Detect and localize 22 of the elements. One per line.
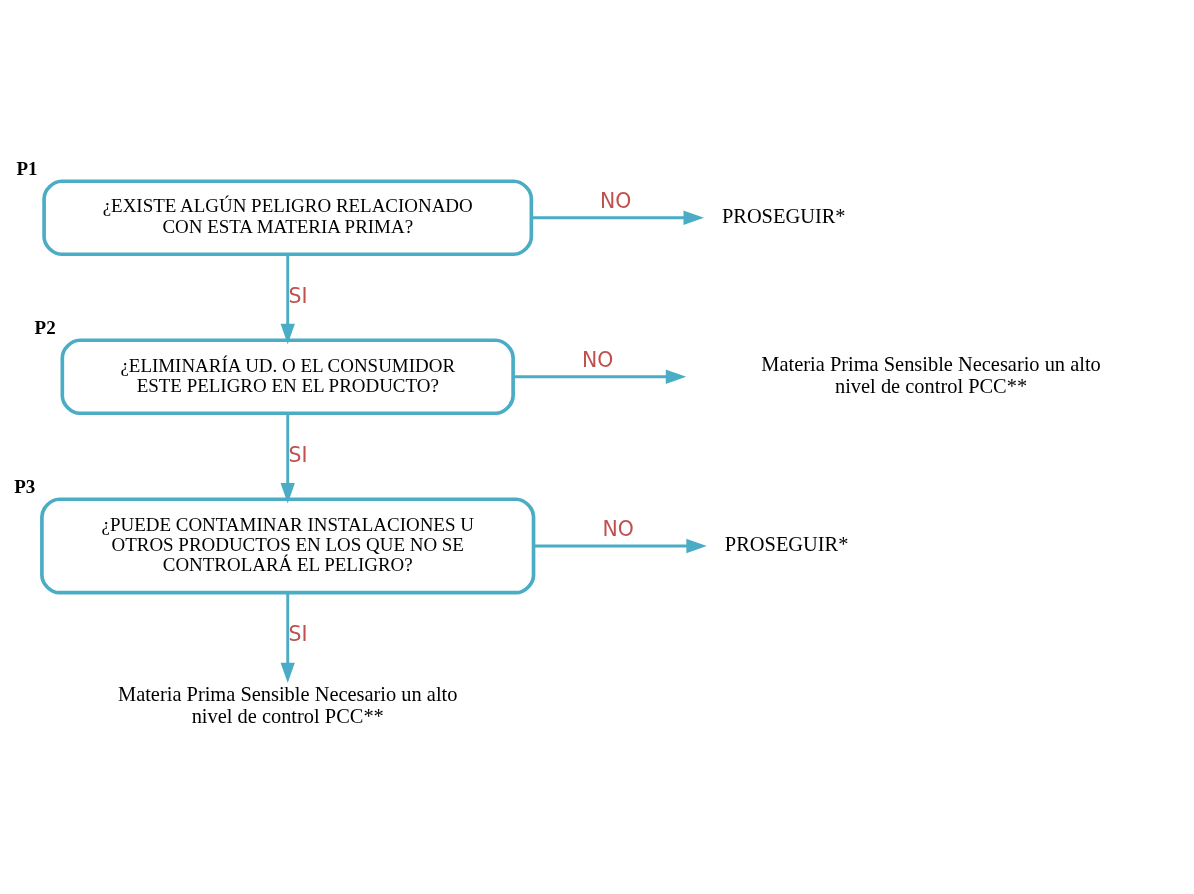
arrow <box>280 592 295 683</box>
arrow <box>280 413 295 504</box>
arrow <box>531 210 704 225</box>
edge-label: NO <box>599 188 632 213</box>
arrow <box>280 253 295 344</box>
node-label: P2 <box>34 316 56 338</box>
node-text: PROSEGUIR* <box>724 532 849 555</box>
node-box: ¿ELIMINARÍA UD. O EL CONSUMIDOR ESTE PELIGRO EN EL PRODUCTO? <box>60 337 515 415</box>
node-label: P3 <box>14 475 36 497</box>
node-box: ¿PUEDE CONTAMINAR INSTALACIONES U OTROS PRODUCTOS EN LOS QUE NO SE CONTROLARÁ EL PELIGRO? <box>40 496 536 594</box>
edge-label: SI <box>288 283 308 308</box>
arrow <box>533 538 707 553</box>
edge-label: SI <box>288 442 308 467</box>
edge-label: SI <box>288 621 308 646</box>
node-box: ¿EXISTE ALGÚN PELIGRO RELACIONADO CON ESTA MATERIA PRIMA? <box>42 178 534 256</box>
node-text: Materia Prima Sensible Necesario un alto nivel de control PCC** <box>761 352 1101 397</box>
arrow <box>513 369 687 384</box>
node-text: PROSEGUIR* <box>721 204 846 227</box>
edge-label: NO <box>582 347 614 372</box>
node-text: Materia Prima Sensible Necesario un alto nivel de control PCC** <box>118 682 458 727</box>
node-label: P1 <box>16 157 38 179</box>
edge-label: NO <box>602 516 634 541</box>
